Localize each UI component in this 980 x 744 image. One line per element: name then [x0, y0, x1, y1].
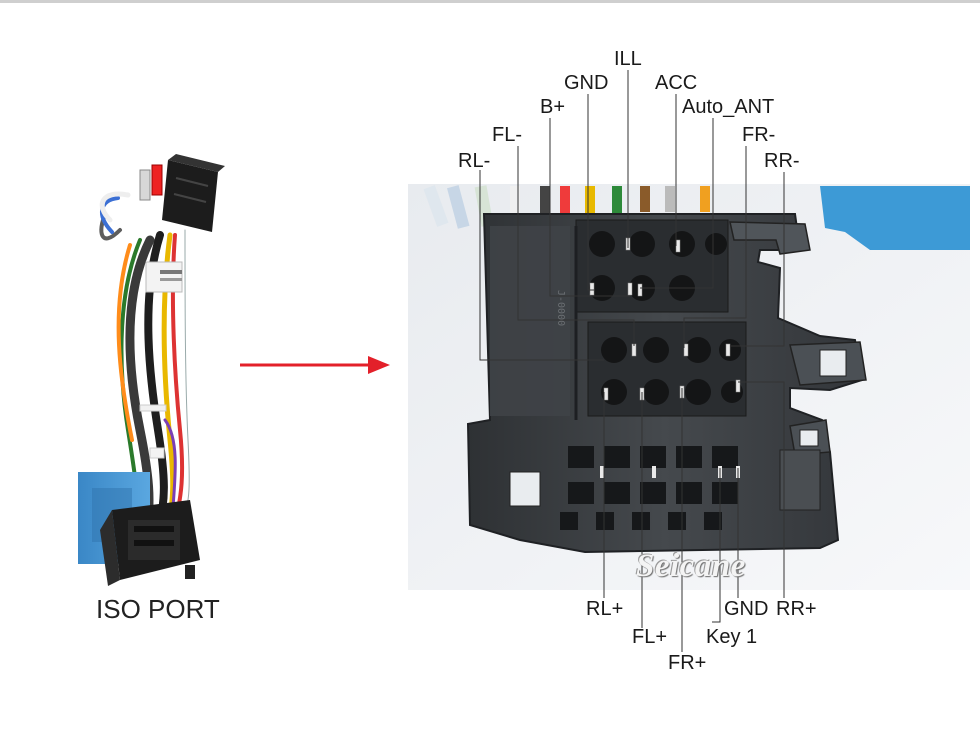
top-connector — [162, 154, 225, 232]
pin-label-gnd-bottom: GND — [724, 598, 769, 620]
rca-plug — [139, 169, 151, 201]
brand-watermark: Seicane — [636, 548, 746, 584]
wire-label-tag — [145, 261, 183, 293]
pin-label-fr-plus: FR+ — [668, 652, 707, 674]
pin-label-fl-plus: FL+ — [632, 626, 668, 648]
rear-wires — [423, 185, 710, 229]
harness-image — [78, 154, 225, 586]
pin-label-rr-minus: RR- — [764, 150, 800, 172]
pin-label-auto-ant: Auto_ANT — [682, 96, 775, 118]
pin-label-rr-plus: RR+ — [776, 598, 817, 620]
tag-print — [160, 278, 182, 281]
blue-housing — [820, 186, 970, 250]
upper-sockets — [589, 231, 727, 301]
pin-label-b-plus: B+ — [540, 96, 566, 118]
pin-label-acc: ACC — [655, 72, 698, 94]
leader-lines — [479, 70, 785, 652]
top-divider — [0, 0, 980, 3]
wire-bundle — [99, 191, 192, 525]
connector-photo: J-0000 — [408, 184, 970, 590]
pin-label-fr-minus: FR- — [742, 124, 776, 146]
pin-label-gnd-top: GND — [564, 72, 609, 94]
rca-plug — [151, 164, 163, 196]
pin-label-rl-minus: RL- — [458, 150, 491, 172]
cable-tie — [139, 404, 167, 412]
pin-label-ill: ILL — [614, 48, 642, 70]
pin-label-key-1: Key 1 — [706, 626, 758, 648]
bottom-side-slots — [509, 449, 821, 511]
cable-tie — [149, 447, 165, 459]
pin-label-fl-minus: FL- — [492, 124, 522, 146]
svg-text:J-0000: J-0000 — [555, 290, 566, 326]
harness-caption: ISO PORT — [96, 594, 220, 624]
tag-print — [160, 270, 182, 274]
pin-label-rl-plus: RL+ — [586, 598, 624, 620]
bottom-socket-row — [560, 446, 738, 530]
lower-sockets — [601, 337, 743, 405]
direction-arrow — [240, 356, 390, 374]
iso-connector — [100, 500, 200, 586]
